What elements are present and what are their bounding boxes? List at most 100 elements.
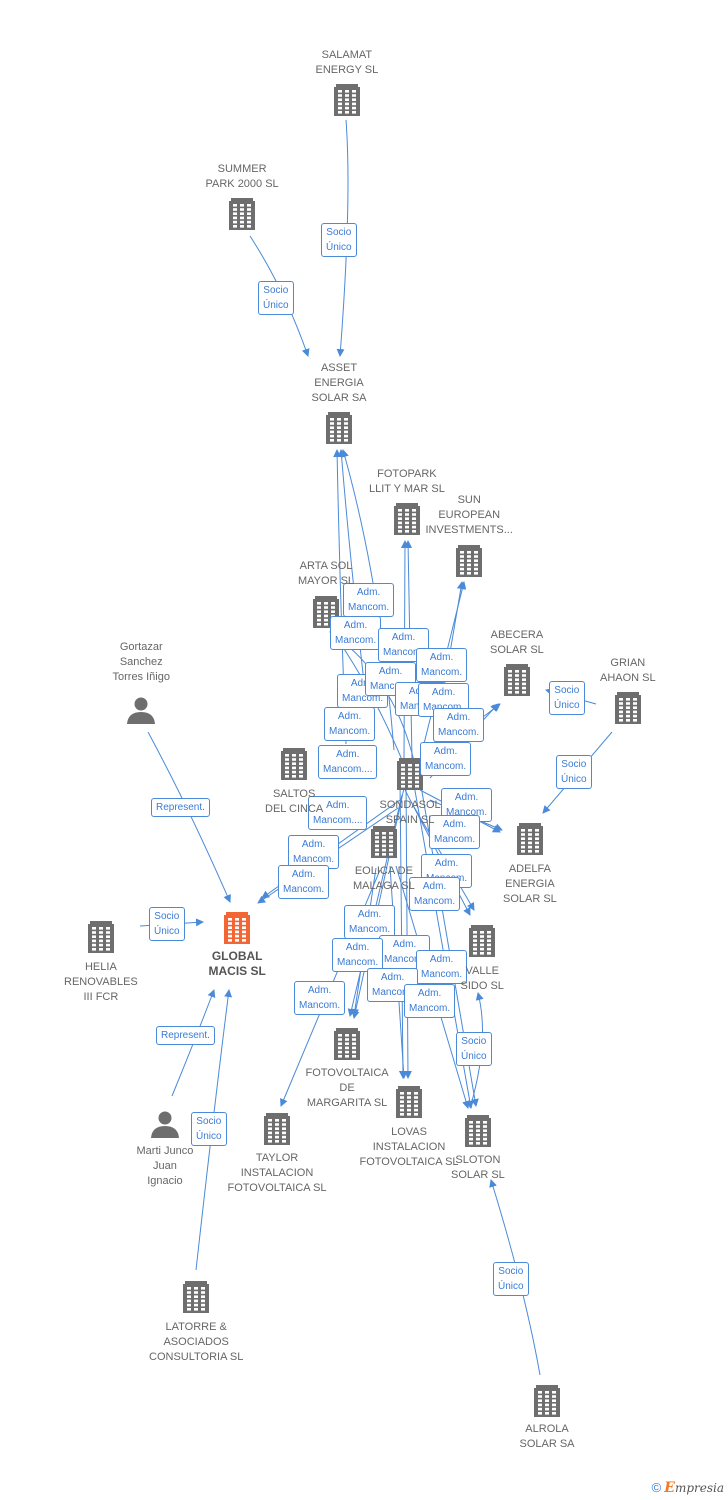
relation-label[interactable]: Adm.Mancom. bbox=[433, 708, 485, 742]
relation-edge bbox=[403, 779, 412, 1079]
relation-label-line: Adm. bbox=[336, 749, 360, 760]
relation-label-line: Mancom.... bbox=[323, 764, 373, 775]
building-icon[interactable] bbox=[396, 1086, 422, 1118]
node-label-line: SONDASOL bbox=[379, 799, 441, 811]
building-icon[interactable] bbox=[281, 748, 307, 780]
relation-label-line: Único bbox=[263, 300, 289, 311]
building-icon[interactable] bbox=[371, 826, 397, 858]
relation-label-line: Adm. bbox=[433, 746, 458, 757]
node-label-line: SOLAR SL bbox=[490, 644, 544, 656]
relation-label[interactable]: Adm. Mancom.... bbox=[318, 745, 378, 779]
relation-label-line: Único bbox=[554, 700, 580, 711]
node-label-line: Sanchez bbox=[119, 656, 163, 668]
relation-label[interactable]: Adm.Mancom. bbox=[343, 583, 395, 617]
building-icon[interactable] bbox=[88, 921, 114, 953]
relation-label-line: Socio bbox=[498, 1266, 524, 1277]
building-icon[interactable] bbox=[224, 912, 250, 944]
relation-label[interactable]: Adm.Mancom. bbox=[409, 877, 461, 911]
building-icon[interactable] bbox=[465, 1115, 491, 1147]
relation-label[interactable]: Adm.Mancom. bbox=[379, 935, 431, 969]
relation-label[interactable]: Adm.Mancom. bbox=[330, 616, 382, 650]
building-icon[interactable] bbox=[326, 412, 352, 444]
person-icon[interactable] bbox=[151, 1111, 179, 1139]
relation-edge bbox=[398, 779, 407, 1079]
relation-label-line: Adm. bbox=[454, 792, 479, 803]
building-icon[interactable] bbox=[264, 1113, 290, 1145]
relation-label[interactable]: Adm.Mancom. bbox=[416, 648, 468, 682]
relation-label-line: Adm. bbox=[337, 711, 362, 722]
building-icon[interactable] bbox=[615, 692, 641, 724]
building-icon[interactable] bbox=[456, 545, 482, 577]
relation-label[interactable]: Adm.Mancom. bbox=[294, 981, 346, 1015]
relation-edge bbox=[351, 787, 405, 1019]
relation-label-line: Adm. bbox=[392, 939, 417, 950]
node-label-line: TAYLOR bbox=[255, 1152, 299, 1164]
copyright-symbol: © bbox=[651, 1480, 662, 1495]
node-label-line: LOVAS bbox=[391, 1126, 427, 1138]
relation-label[interactable]: Represent. bbox=[151, 798, 210, 817]
building-icon[interactable] bbox=[397, 758, 423, 790]
relation-label[interactable]: Adm.Mancom. bbox=[416, 950, 468, 984]
relation-label[interactable]: Adm.Mancom. bbox=[288, 835, 340, 869]
building-icon[interactable] bbox=[394, 503, 420, 535]
building-icon[interactable] bbox=[183, 1281, 209, 1313]
relation-label-line: Mancom. bbox=[349, 924, 391, 935]
relation-label[interactable]: Adm.Mancom. bbox=[420, 742, 472, 776]
building-icon[interactable] bbox=[469, 925, 495, 957]
relation-label[interactable]: Represent. bbox=[156, 1026, 215, 1045]
building-icon[interactable] bbox=[504, 664, 530, 696]
relation-label[interactable]: Adm.Mancom.... bbox=[308, 796, 368, 830]
building-icon[interactable] bbox=[229, 198, 255, 230]
node-label-line: INSTALACION bbox=[240, 1167, 314, 1179]
relation-label[interactable]: Adm.Mancom. bbox=[278, 865, 330, 899]
brand-name: mpresia bbox=[674, 1481, 724, 1495]
person-icon[interactable] bbox=[127, 697, 155, 725]
node-label-line: ENERGY SL bbox=[315, 64, 379, 76]
building-icon[interactable] bbox=[534, 1385, 560, 1417]
node-label-line: RENOVABLES bbox=[64, 976, 138, 988]
relation-label[interactable]: Adm.Mancom. bbox=[332, 938, 384, 972]
node-label-line: SUN bbox=[457, 494, 481, 506]
relation-label[interactable]: Adm.Mancom. bbox=[324, 707, 376, 741]
relation-label[interactable]: Adm.Mancom. bbox=[429, 815, 481, 849]
relation-label-line: Mancom. bbox=[421, 969, 463, 980]
relation-label[interactable]: Adm.Mancom. bbox=[404, 984, 456, 1018]
node-label-line: LATORRE & bbox=[165, 1321, 227, 1333]
relation-label[interactable]: Adm.Mancom. bbox=[344, 905, 396, 939]
relation-label-line: Mancom. bbox=[414, 896, 456, 907]
building-icon[interactable] bbox=[517, 823, 543, 855]
building-icon[interactable] bbox=[334, 1028, 360, 1060]
building-icon[interactable] bbox=[334, 84, 360, 116]
